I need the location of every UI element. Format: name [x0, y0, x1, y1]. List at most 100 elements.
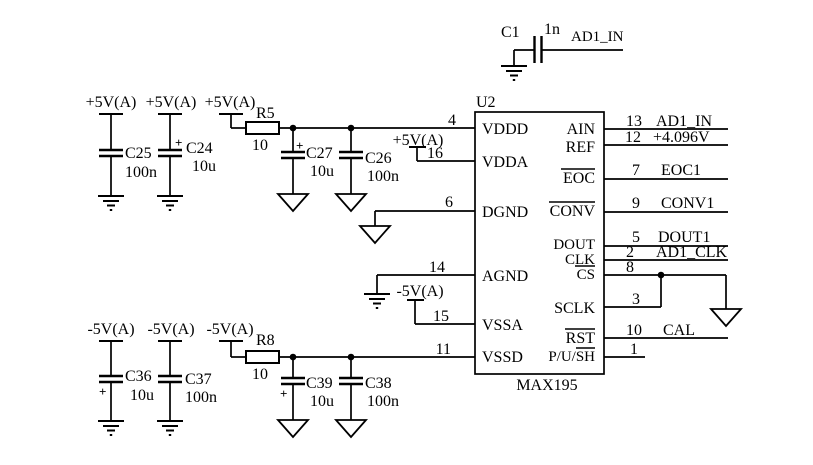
earth-ground-agnd	[364, 293, 390, 309]
earth-ground-c36	[98, 420, 124, 436]
triangle-ground-cs	[709, 308, 743, 328]
pin-number-5: 5	[632, 229, 640, 246]
rail-label-vssa: -5V(A)	[396, 283, 443, 300]
net-label-dout1: DOUT1	[658, 229, 710, 246]
r5-value: 10	[252, 137, 268, 154]
triangle-ground-c27	[276, 193, 310, 213]
pin-number-10: 10	[626, 322, 642, 339]
net-label-cal: CAL	[663, 322, 695, 339]
rail-label-p5v-1: +5V(A)	[86, 94, 137, 111]
pin-number-13: 13	[626, 113, 642, 130]
junction-dots	[289, 124, 665, 361]
r8-refdes: R8	[256, 332, 275, 349]
earth-ground-c24	[157, 195, 183, 211]
pin-name-dgnd: DGND	[482, 204, 528, 221]
c36-polarity: +	[99, 384, 106, 399]
c24-refdes: C24	[186, 140, 213, 157]
c38-value: 100n	[367, 393, 399, 410]
c37-refdes: C37	[185, 371, 212, 388]
c1-value: 1n	[544, 21, 560, 38]
pin-name-conv: CONV	[550, 203, 596, 220]
net-label-eoc1: EOC1	[661, 162, 701, 179]
c26-capacitor	[339, 150, 363, 160]
r8-value: 10	[252, 366, 268, 383]
pin-name-clk: CLK	[565, 252, 595, 268]
pin-name-ain: AIN	[567, 121, 596, 138]
ic-body-max195	[474, 111, 605, 375]
pin-number-15: 15	[433, 308, 449, 325]
rail-label-p5v-3: +5V(A)	[205, 94, 256, 111]
pin-number-16: 16	[427, 145, 443, 162]
c27-value: 10u	[310, 163, 334, 180]
pin-name-cs: CS	[577, 267, 595, 283]
earth-ground-c37	[157, 420, 183, 436]
triangle-ground-dgnd	[358, 225, 392, 245]
pin-number-2: 2	[626, 244, 634, 261]
pin-name-sclk: SCLK	[554, 300, 595, 317]
pin-number-1: 1	[630, 341, 638, 358]
net-label-ad1-in: AD1_IN	[656, 113, 712, 130]
pin-name-vssd: VSSD	[482, 349, 523, 366]
pin-name-vdda: VDDA	[482, 154, 529, 171]
c25-value: 100n	[125, 164, 157, 181]
c24-polarity: +	[175, 135, 182, 150]
rail-label-n5v-3: -5V(A)	[206, 321, 253, 338]
net-label-ad1-clk: AD1_CLK	[656, 244, 728, 261]
c27-polarity: +	[296, 138, 303, 153]
c36-value: 10u	[130, 387, 154, 404]
wires	[110, 49, 728, 421]
c39-polarity: +	[280, 386, 287, 401]
triangle-ground-c26	[334, 193, 368, 213]
pin-name-rst: RST	[566, 330, 596, 347]
pin-number-7: 7	[632, 162, 640, 179]
triangle-ground-c39	[276, 419, 310, 439]
c39-refdes: C39	[306, 375, 333, 392]
r5-refdes: R5	[256, 105, 275, 122]
net-label-ad1-in-top: AD1_IN	[571, 29, 624, 45]
rail-label-p5v-2: +5V(A)	[146, 94, 197, 111]
c24-capacitor	[158, 148, 182, 158]
c27-capacitor	[281, 150, 305, 160]
c39-value: 10u	[310, 393, 334, 410]
pin-number-11: 11	[436, 341, 451, 358]
net-label-4v096: +4.096V	[653, 129, 710, 146]
pin-name-eoc: EOC	[563, 170, 595, 187]
c38-refdes: C38	[365, 375, 392, 392]
pin-name-pu-sh: P/U/SH	[548, 349, 595, 365]
pin-number-14: 14	[429, 259, 445, 276]
pin-number-8: 8	[626, 259, 634, 276]
pin-name-vssa: VSSA	[482, 317, 523, 334]
pin-number-6: 6	[445, 194, 453, 211]
ic-part-number: MAX195	[516, 377, 577, 394]
rail-label-n5v-2: -5V(A)	[147, 321, 194, 338]
r8-resistor	[245, 350, 280, 364]
ic-refdes: U2	[476, 94, 496, 111]
power-terminal-bars	[99, 113, 426, 342]
c36-refdes: C36	[125, 368, 152, 385]
pin-name-ref: REF	[566, 139, 595, 156]
pin-number-3: 3	[632, 291, 640, 308]
r5-resistor	[245, 121, 280, 135]
c25-refdes: C25	[125, 145, 152, 162]
pin-name-agnd: AGND	[482, 268, 528, 285]
pin-name-dout: DOUT	[553, 237, 595, 253]
c39-capacitor	[281, 376, 305, 386]
c27-refdes: C27	[306, 145, 333, 162]
c26-value: 100n	[367, 168, 399, 185]
c1-capacitor	[533, 36, 543, 63]
c26-refdes: C26	[365, 150, 392, 167]
earth-ground-c1	[501, 65, 527, 81]
rail-label-vdda: +5V(A)	[393, 132, 444, 149]
earth-ground-c25	[98, 195, 124, 211]
c24-value: 10u	[192, 158, 216, 175]
c37-value: 100n	[185, 389, 217, 406]
c37-capacitor	[158, 374, 182, 384]
triangle-ground-c38	[334, 419, 368, 439]
c25-capacitor	[99, 148, 123, 158]
pin-number-9: 9	[632, 195, 640, 212]
c38-capacitor	[339, 376, 363, 386]
c36-capacitor	[99, 374, 123, 384]
rail-label-n5v-1: -5V(A)	[87, 321, 134, 338]
